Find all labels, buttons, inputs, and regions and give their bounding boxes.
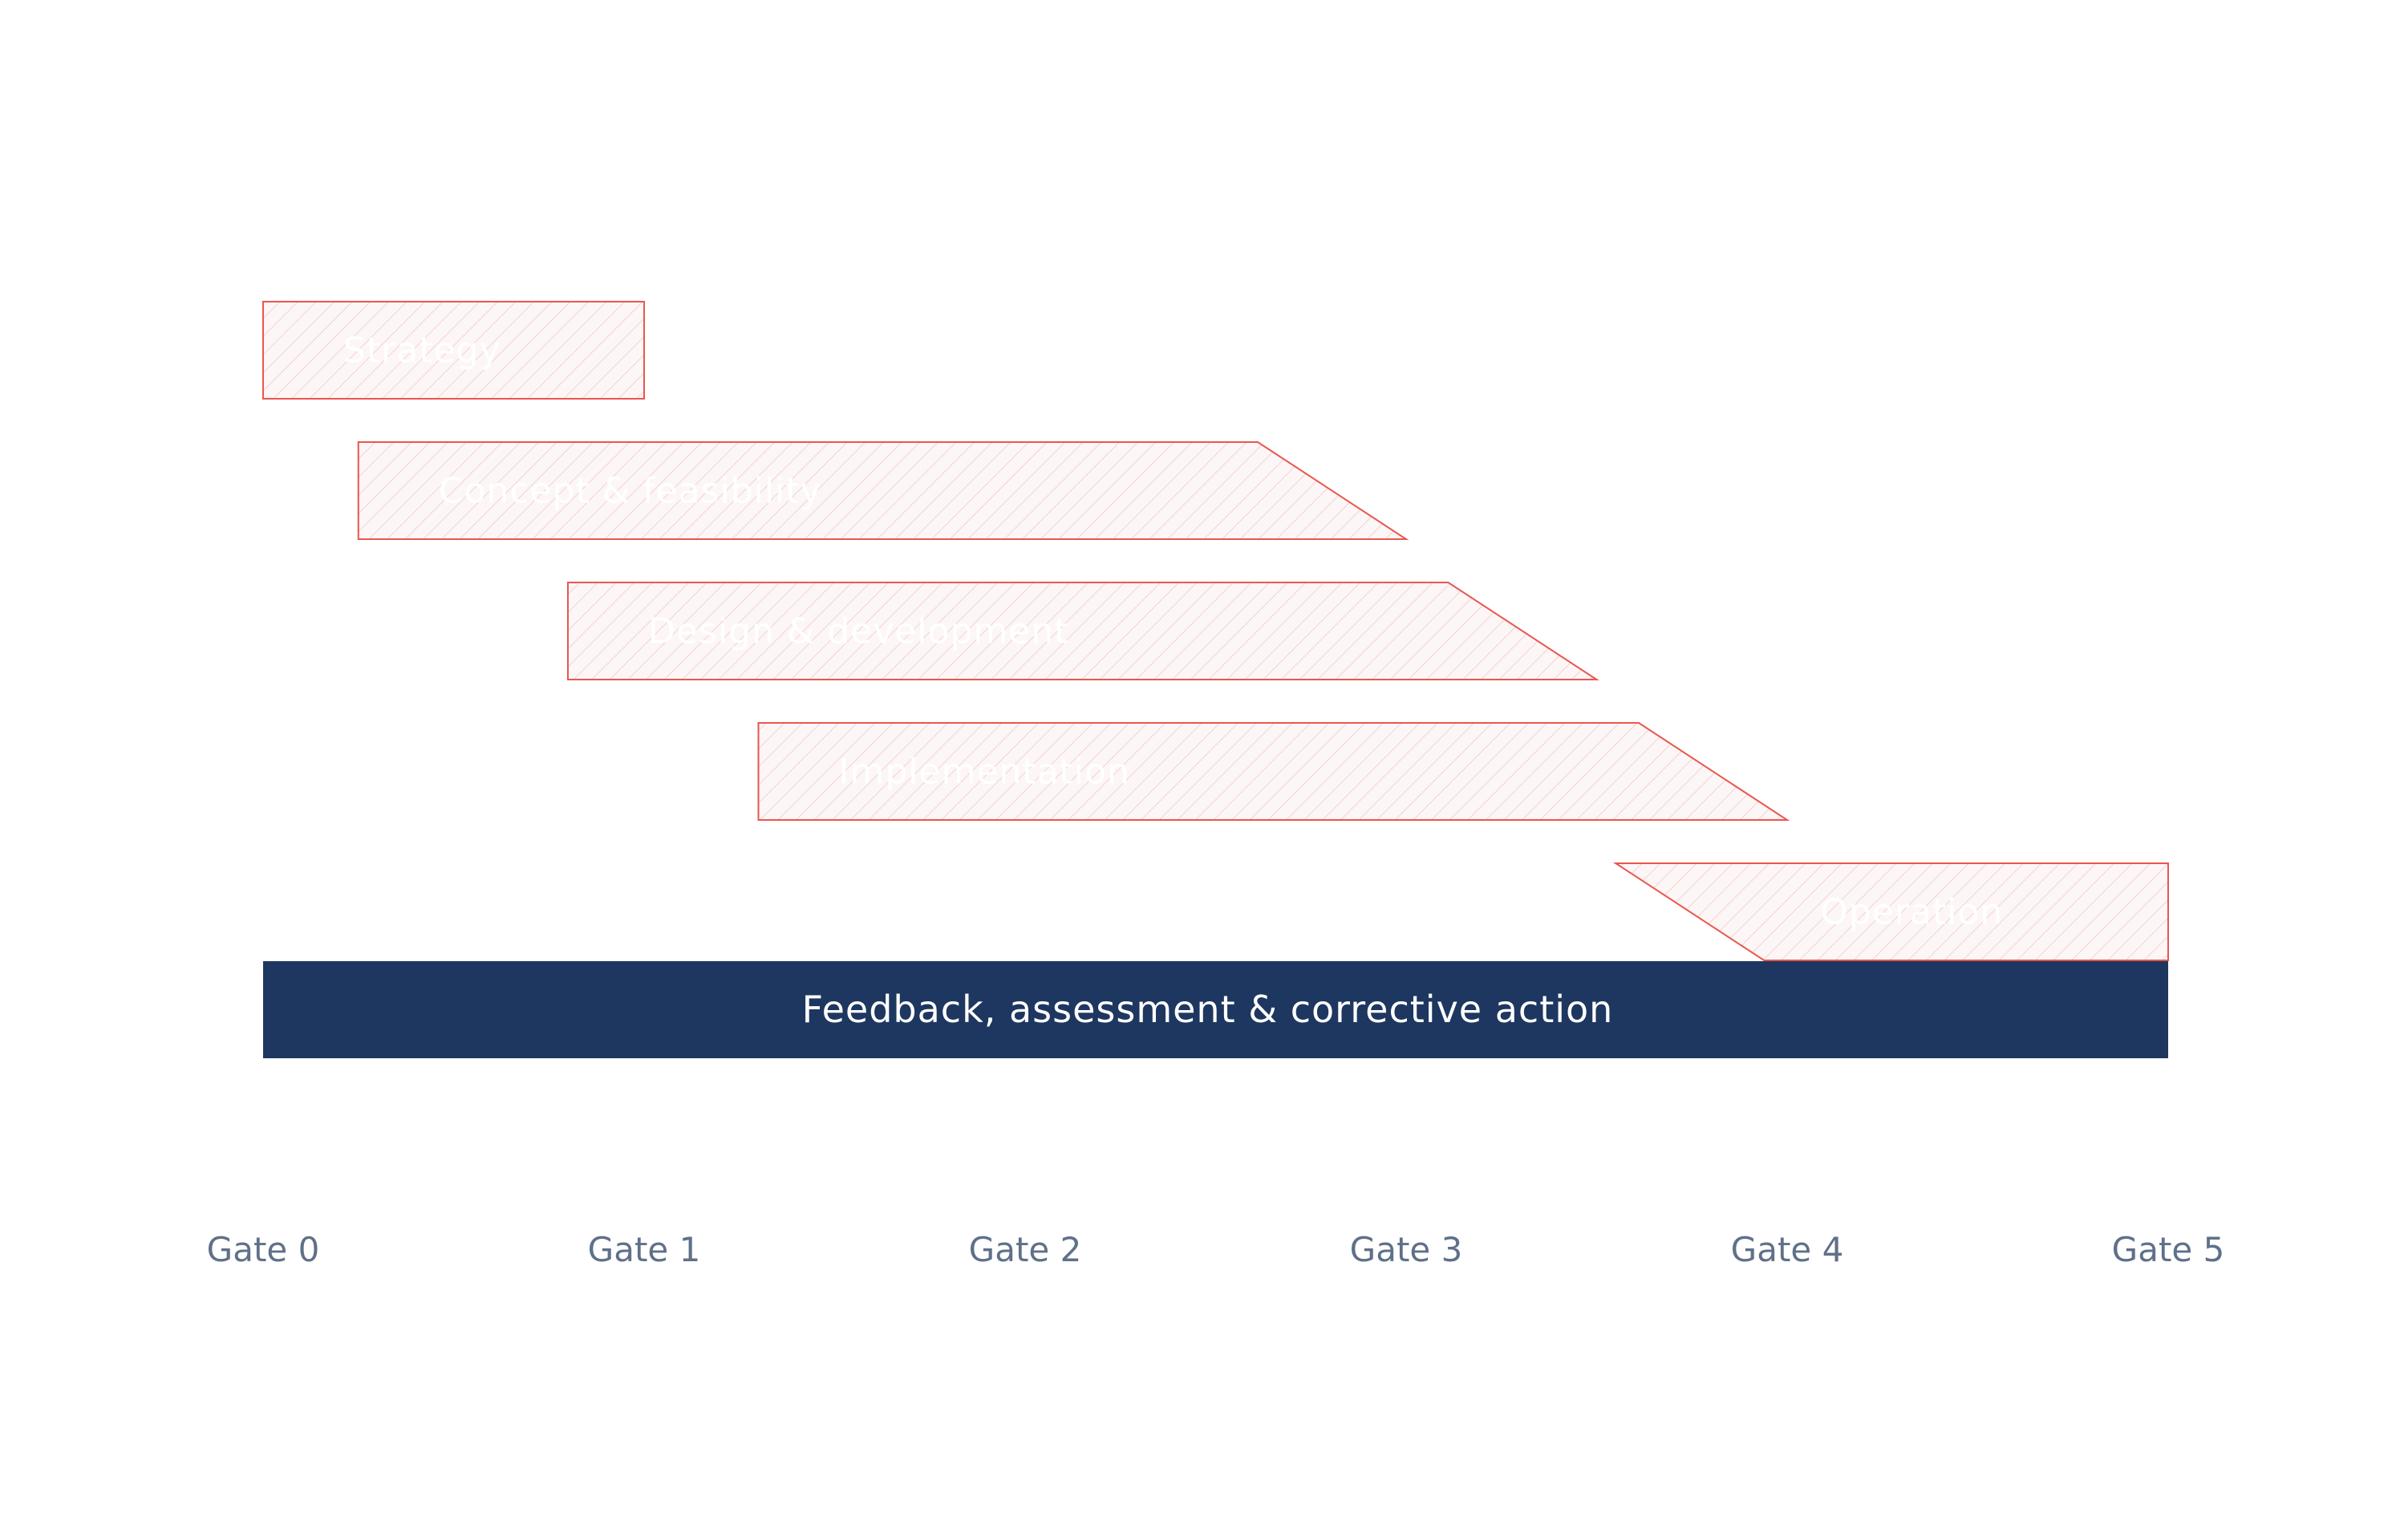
phase-label: Operation bbox=[1820, 892, 2003, 933]
gate-label: Gate 4 bbox=[1731, 1230, 1844, 1269]
gate-label: Gate 1 bbox=[588, 1230, 701, 1269]
phase-shape bbox=[567, 582, 1599, 680]
phase-label: Strategy bbox=[343, 331, 501, 371]
gate-axis: Gate 0 Gate 1 Gate 2 Gate 3 Gate 4 Gate 5 bbox=[207, 1230, 2225, 1269]
gate-label: Gate 5 bbox=[2112, 1230, 2225, 1269]
phase-shape bbox=[1612, 862, 2169, 961]
feedback-bar bbox=[263, 961, 2168, 1058]
phase-shape bbox=[757, 722, 1790, 821]
gate-label: Gate 2 bbox=[969, 1230, 1082, 1269]
feedback-label: Feedback, assessment & corrective action bbox=[802, 988, 1614, 1031]
phase-label: Implementation bbox=[839, 752, 1130, 793]
feedback-band: Feedback, assessment & corrective action bbox=[263, 961, 2168, 1058]
gate-label: Gate 0 bbox=[207, 1230, 320, 1269]
phase-shape bbox=[357, 441, 1409, 540]
gate-label: Gate 3 bbox=[1350, 1230, 1463, 1269]
phase-shape bbox=[262, 301, 645, 400]
phase-label: Design & development bbox=[648, 611, 1068, 652]
phase-label: Concept & feasibility bbox=[439, 471, 822, 512]
